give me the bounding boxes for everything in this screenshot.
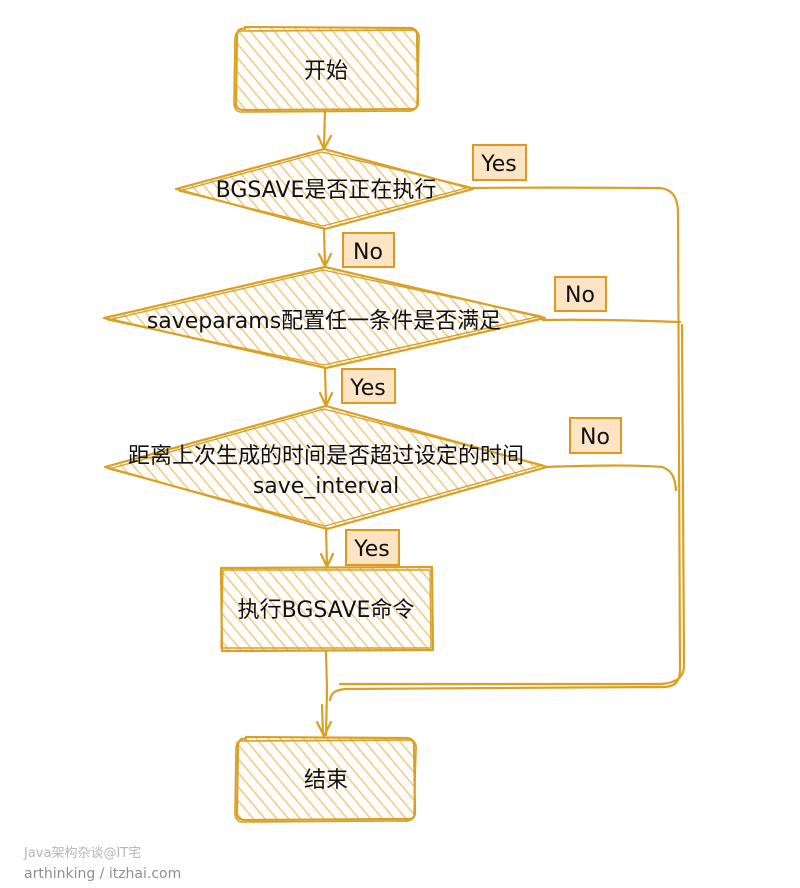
edge-saveparams-no-rail xyxy=(338,323,686,686)
edge-interval-yes xyxy=(324,526,329,568)
svg-text:No: No xyxy=(580,425,610,450)
svg-text:Yes: Yes xyxy=(480,152,517,177)
end-label: 结束 xyxy=(304,768,348,793)
edge-label-bgsave-yes: Yes xyxy=(472,144,527,181)
edge-label-saveparams-yes: Yes xyxy=(341,368,396,404)
edge-label-interval-yes: Yes xyxy=(345,529,400,566)
edge-label-bgsave-no: No xyxy=(342,232,395,268)
start-node: 开始 xyxy=(233,25,420,113)
bgsave-check-label: BGSAVE是否正在执行 xyxy=(216,178,437,203)
edge-exec-to-end xyxy=(324,649,329,737)
interval-check-label-line1: 距离上次生成的时间是否超过设定的时间 xyxy=(128,444,524,469)
watermark-line2: arthinking / itzhai.com xyxy=(24,866,182,882)
edge-label-saveparams-no: No xyxy=(554,276,607,312)
svg-text:Yes: Yes xyxy=(349,376,386,401)
arrowhead xyxy=(315,720,333,738)
edge-saveparams-yes xyxy=(323,366,328,407)
exec-bgsave-label: 执行BGSAVE命令 xyxy=(238,598,415,623)
svg-text:Yes: Yes xyxy=(353,537,390,562)
edge-start-to-bgsave xyxy=(322,108,327,150)
connectors xyxy=(315,108,686,738)
interval-check-label-line2: save_interval xyxy=(253,474,399,499)
svg-text:No: No xyxy=(353,240,383,265)
svg-text:No: No xyxy=(565,283,595,308)
edge-interval-no xyxy=(543,464,678,492)
exec-bgsave-process: 执行BGSAVE命令 xyxy=(219,565,435,653)
start-label: 开始 xyxy=(304,59,348,84)
edge-label-interval-no: No xyxy=(569,417,622,454)
edge-bgsave-yes xyxy=(328,186,682,702)
interval-check-decision: 距离上次生成的时间是否超过设定的时间 save_interval xyxy=(103,404,549,531)
edge-exec-to-end-2 xyxy=(320,703,325,736)
saveparams-check-label: saveparams配置任一条件是否满足 xyxy=(147,309,501,334)
edge-saveparams-no xyxy=(541,318,682,324)
watermark-line1: Java架构杂谈@IT宅 xyxy=(24,846,142,861)
saveparams-check-decision: saveparams配置任一条件是否满足 xyxy=(102,265,547,370)
edge-bgsave-no xyxy=(322,226,327,267)
end-node: 结束 xyxy=(234,735,417,823)
bgsave-check-decision: BGSAVE是否正在执行 xyxy=(174,147,475,231)
